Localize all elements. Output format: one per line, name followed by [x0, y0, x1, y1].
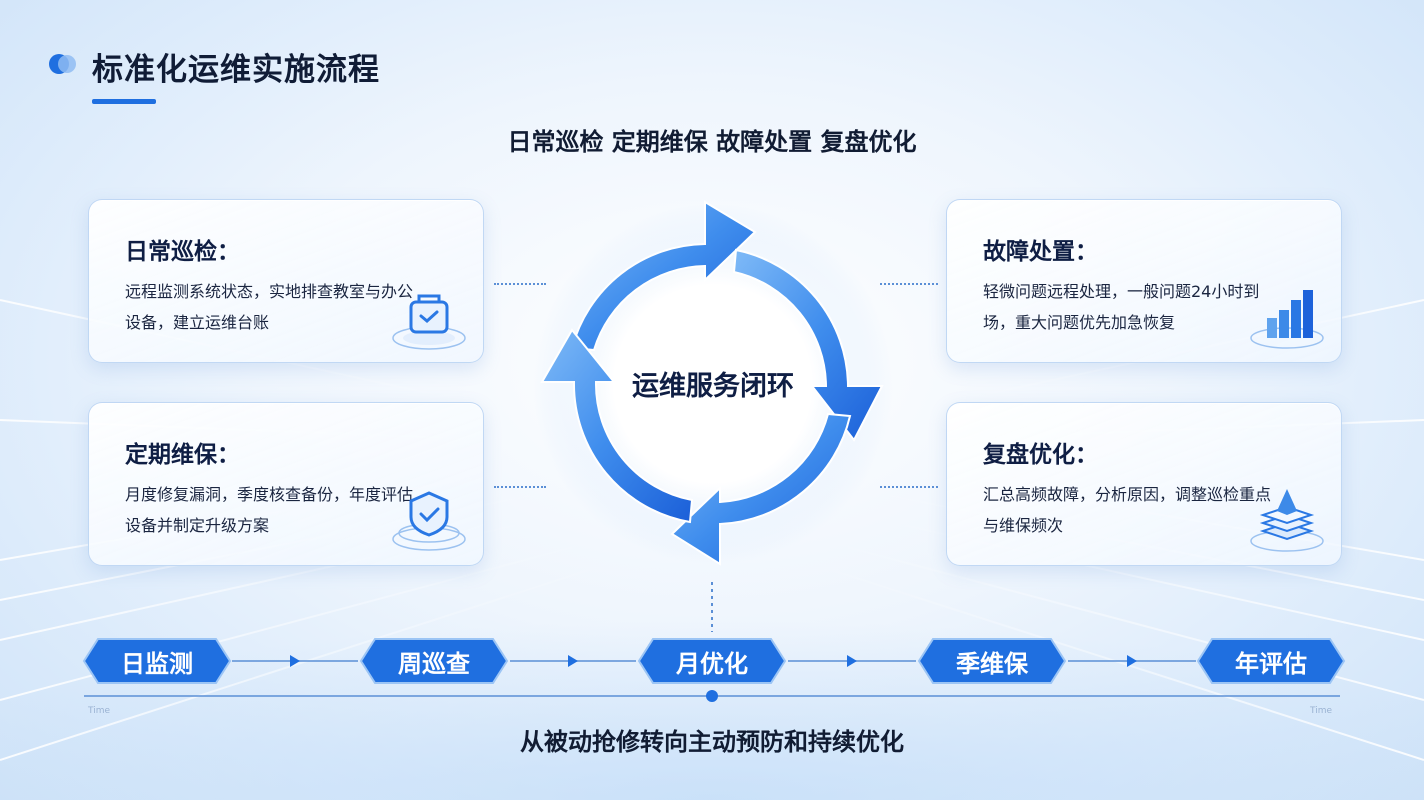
axis-label-right: Time — [1310, 706, 1333, 716]
hexagon-badge — [359, 638, 509, 684]
card-review-optimization: 复盘优化： 汇总高频故障，分析原因，调整巡检重点与维保频次 — [946, 402, 1342, 566]
cycle-arrow-right — [732, 248, 884, 442]
card-title: 故障处置： — [983, 239, 1098, 265]
folder-check-icon — [392, 294, 466, 350]
card-daily-inspection: 日常巡检： 远程监测系统状态，实地排查教室与办公设备，建立运维台账 — [88, 199, 484, 363]
card-title: 复盘优化： — [983, 442, 1098, 468]
footer-tagline: 从被动抢修转向主动预防和持续优化 — [520, 728, 904, 756]
card-description: 汇总高频故障，分析原因，调整巡检重点与维保频次 — [983, 485, 1272, 535]
card-title: 日常巡检： — [125, 239, 240, 265]
axis-label-left: Time — [88, 706, 111, 716]
cycle-arrow-bottom — [670, 412, 852, 566]
timeline-node-daily: 日监测 — [82, 637, 232, 685]
card-scheduled-maintenance: 定期维保： 月度修复漏洞，季度核查备份，年度评估设备并制定升级方案 — [88, 402, 484, 566]
timeline-node-yearly: 年评估 — [1196, 637, 1346, 685]
timeline-node-label: 日监测 — [121, 649, 193, 678]
connector-scheduled-maintenance — [494, 486, 546, 488]
title-underline — [92, 99, 156, 104]
card-title: 定期维保： — [125, 442, 240, 468]
card-description: 远程监测系统状态，实地排查教室与办公设备，建立运维台账 — [125, 282, 414, 332]
cycle-arrow-top — [570, 200, 757, 352]
layers-icon — [1250, 489, 1324, 552]
card-description: 月度修复漏洞，季度核查备份，年度评估设备并制定升级方案 — [125, 485, 414, 535]
timeline-node-weekly: 周巡查 — [359, 637, 509, 685]
timeline-node-label: 月优化 — [676, 649, 748, 678]
connector-review-optimization — [880, 486, 938, 488]
page-subtitle: 日常巡检 定期维保 故障处置 复盘优化 — [507, 128, 917, 156]
hexagon-badge — [82, 638, 232, 684]
bar-chart-icon — [1250, 290, 1324, 349]
connector-daily-inspection — [494, 283, 546, 285]
title-bullet-icon — [49, 54, 76, 74]
timeline-axis — [84, 582, 1340, 702]
timeline-node-label: 周巡查 — [398, 649, 470, 678]
hexagon-badge — [637, 638, 787, 684]
connector-fault-handling — [880, 283, 938, 285]
hexagon-badge — [1196, 638, 1346, 684]
card-description: 轻微问题远程处理，一般问题24小时到场，重大问题优先加急恢复 — [983, 282, 1260, 332]
timeline-node-monthly: 月优化 — [637, 637, 787, 685]
page-title: 标准化运维实施流程 — [92, 52, 380, 88]
cycle-center-label: 运维服务闭环 — [632, 371, 794, 402]
timeline-node-label: 季维保 — [956, 649, 1028, 678]
cycle-ring — [533, 200, 893, 566]
timeline-node-quarterly: 季维保 — [917, 637, 1067, 685]
cycle-arrow-left — [540, 328, 694, 524]
hexagon-badge — [917, 638, 1067, 684]
card-fault-handling: 故障处置： 轻微问题远程处理，一般问题24小时到场，重大问题优先加急恢复 — [946, 199, 1342, 363]
shield-check-icon — [392, 491, 466, 551]
timeline-node-label: 年评估 — [1235, 649, 1307, 678]
